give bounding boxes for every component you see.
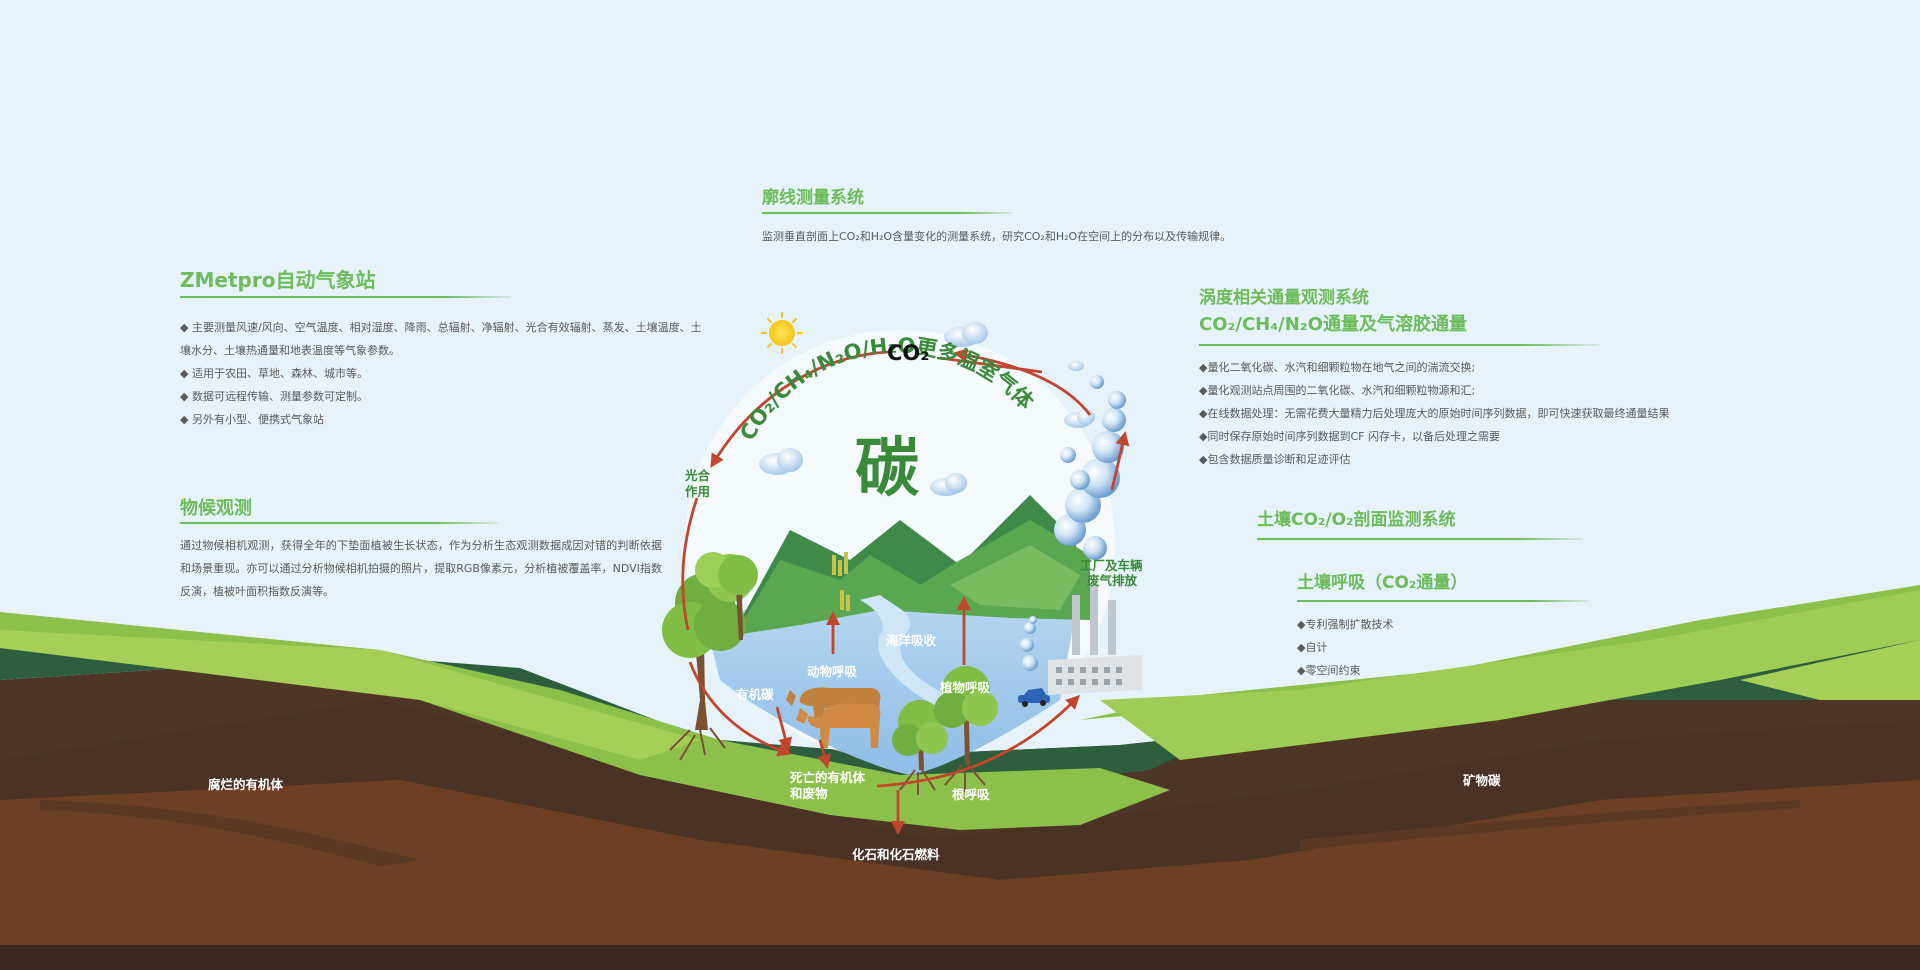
phenology-title: 物候观测 [180, 498, 252, 519]
cloud-icon [1068, 361, 1084, 371]
photosynthesis-label-2: 作用 [685, 484, 710, 499]
zmet-item: ◆ 主要测量风速/风向、空气温度、相对湿度、降雨、总辐射、净辐射、光合有效辐射、… [180, 321, 702, 334]
tree-icon [718, 555, 758, 640]
zmet-item: 壤水分、土壤热通量和地表温度等气象参数。 [180, 344, 400, 357]
animal-respiration-label: 动物呼吸 [807, 664, 858, 679]
grass-highlight-right [1100, 590, 1920, 760]
car-icon [1018, 688, 1050, 707]
carbon-char: 碳 [855, 432, 920, 506]
cloud-icon [759, 448, 803, 475]
emission-bubbles [1020, 375, 1126, 671]
cloud-icon [1064, 409, 1095, 428]
soil-profile-title: 土壤CO₂/O₂剖面监测系统 [1257, 510, 1456, 530]
fossil-fuel-label: 化石和化石燃料 [852, 847, 940, 862]
soil-respiration-item: ◆零空间约束 [1297, 664, 1361, 677]
eddy-item: ◆同时保存原始时间序列数据到CF 闪存卡，以备后处理之需要 [1199, 430, 1500, 443]
mineral-carbon-label: 矿物碳 [1463, 773, 1501, 788]
soil-respiration-list: ◆专利强制扩散技术 ◆自计 ◆零空间约束 [1297, 613, 1393, 682]
light-grass-slope-right [1080, 585, 1920, 720]
zmet-title: ZMetpro自动气象站 [180, 268, 376, 292]
factory-label-1: 工厂及车辆 [1080, 558, 1143, 573]
photosynthesis-label-1: 光合 [684, 468, 711, 483]
tree-icon [934, 666, 998, 792]
dead-matter-label-2: 和废物 [789, 786, 828, 801]
cloud-icon [930, 473, 967, 496]
eddy-item: ◆量化二氧化碳、水汽和细颗粒物在地气之间的湍流交换; [1199, 361, 1476, 374]
soil-respiration-item: ◆专利强制扩散技术 [1297, 618, 1394, 631]
profile-system-text: 监测垂直剖面上CO₂和H₂O含量变化的测量系统，研究CO₂和H₂O在空间上的分布… [762, 230, 1232, 243]
tree-icon [892, 700, 948, 795]
arrow-to-dead-matter [688, 661, 792, 757]
eddy-subtitle: CO₂/CH₄/N₂O通量及气溶胶通量 [1199, 314, 1467, 335]
factory-label-2: 废气排放 [1087, 573, 1138, 588]
mountain-light [950, 545, 1080, 610]
arrow-organic-carbon [775, 706, 792, 752]
organic-carbon-label: 有机碳 [736, 687, 774, 702]
decayed-organism-label: 腐烂的有机体 [208, 777, 284, 792]
eddy-item: ◆在线数据处理：无需花费大量精力后处理庞大的原始时间序列数据，即可快速获取最终通… [1199, 407, 1670, 420]
zmet-item: ◆ 适用于农田、草地、森林、城市等。 [180, 367, 368, 380]
profile-system-title: 廓线测量系统 [762, 188, 864, 208]
eddy-item: ◆包含数据质量诊断和足迹评估 [1199, 453, 1351, 466]
zmet-item: ◆ 另外有小型、便携式气象站 [180, 413, 324, 426]
plant-respiration-label: 植物呼吸 [939, 680, 991, 695]
arrow-bubbles-up [1110, 431, 1130, 491]
ocean-absorption-label: 海洋吸收 [886, 633, 937, 648]
arrow-root-to-factory [876, 695, 1080, 788]
cloud-icon [944, 322, 988, 347]
dead-matter-label-1: 死亡的有机体 [789, 770, 866, 785]
arrow-emission-to-co2 [953, 348, 1092, 416]
bedrock-band [0, 945, 1920, 970]
cycle-arrows [681, 348, 1130, 835]
mountain-left [735, 555, 930, 635]
soil-streak [40, 800, 420, 866]
hill-shrubs [832, 552, 850, 611]
co2-label: CO₂ [887, 341, 929, 365]
factory-icon [1048, 585, 1142, 695]
river [860, 595, 960, 705]
cow-icon [796, 703, 881, 748]
eddy-list: ◆量化二氧化碳、水汽和细颗粒物在地气之间的湍流交换; ◆量化观测站点周围的二氧化… [1199, 356, 1669, 471]
phenology-text: 通过物候相机观测，获得全年的下垫面植被生长状态，作为分析生态观测数据成因对错的判… [180, 539, 662, 598]
zmet-list: ◆ 主要测量风速/风向、空气温度、相对湿度、降雨、总辐射、净辐射、光合有效辐射、… [180, 316, 702, 431]
grass-tip-right [1740, 640, 1920, 700]
soil-respiration-title: 土壤呼吸（CO₂通量） [1297, 573, 1468, 593]
lake [705, 592, 1075, 775]
eddy-item: ◆量化观测站点周围的二氧化碳、水汽和细颗粒物源和汇; [1199, 384, 1476, 397]
grass-highlight-left [0, 630, 700, 760]
title-underline [1199, 344, 1599, 346]
sun-icon [761, 312, 803, 354]
cycle-diagram: CO₂/CH₄/N₂O/H₂O更多温室气体 CO₂ 碳 光合 作用 工厂及车辆 … [662, 312, 1143, 862]
eddy-title: 涡度相关通量观测系统 [1199, 288, 1369, 308]
zmet-item: ◆ 数据可远程传输、测量参数可定制。 [180, 390, 368, 403]
arrow-co2-to-photosynthesis [710, 350, 889, 468]
title-underline [762, 212, 1012, 214]
soil-respiration-item: ◆自计 [1297, 641, 1328, 654]
root-respiration-label: 根呼吸 [952, 787, 990, 802]
title-underline [180, 522, 498, 524]
title-underline [1257, 538, 1582, 540]
title-underline [180, 296, 510, 298]
title-underline [1297, 600, 1589, 602]
ground-layers [0, 585, 1920, 970]
soil-streak [1300, 800, 1800, 850]
